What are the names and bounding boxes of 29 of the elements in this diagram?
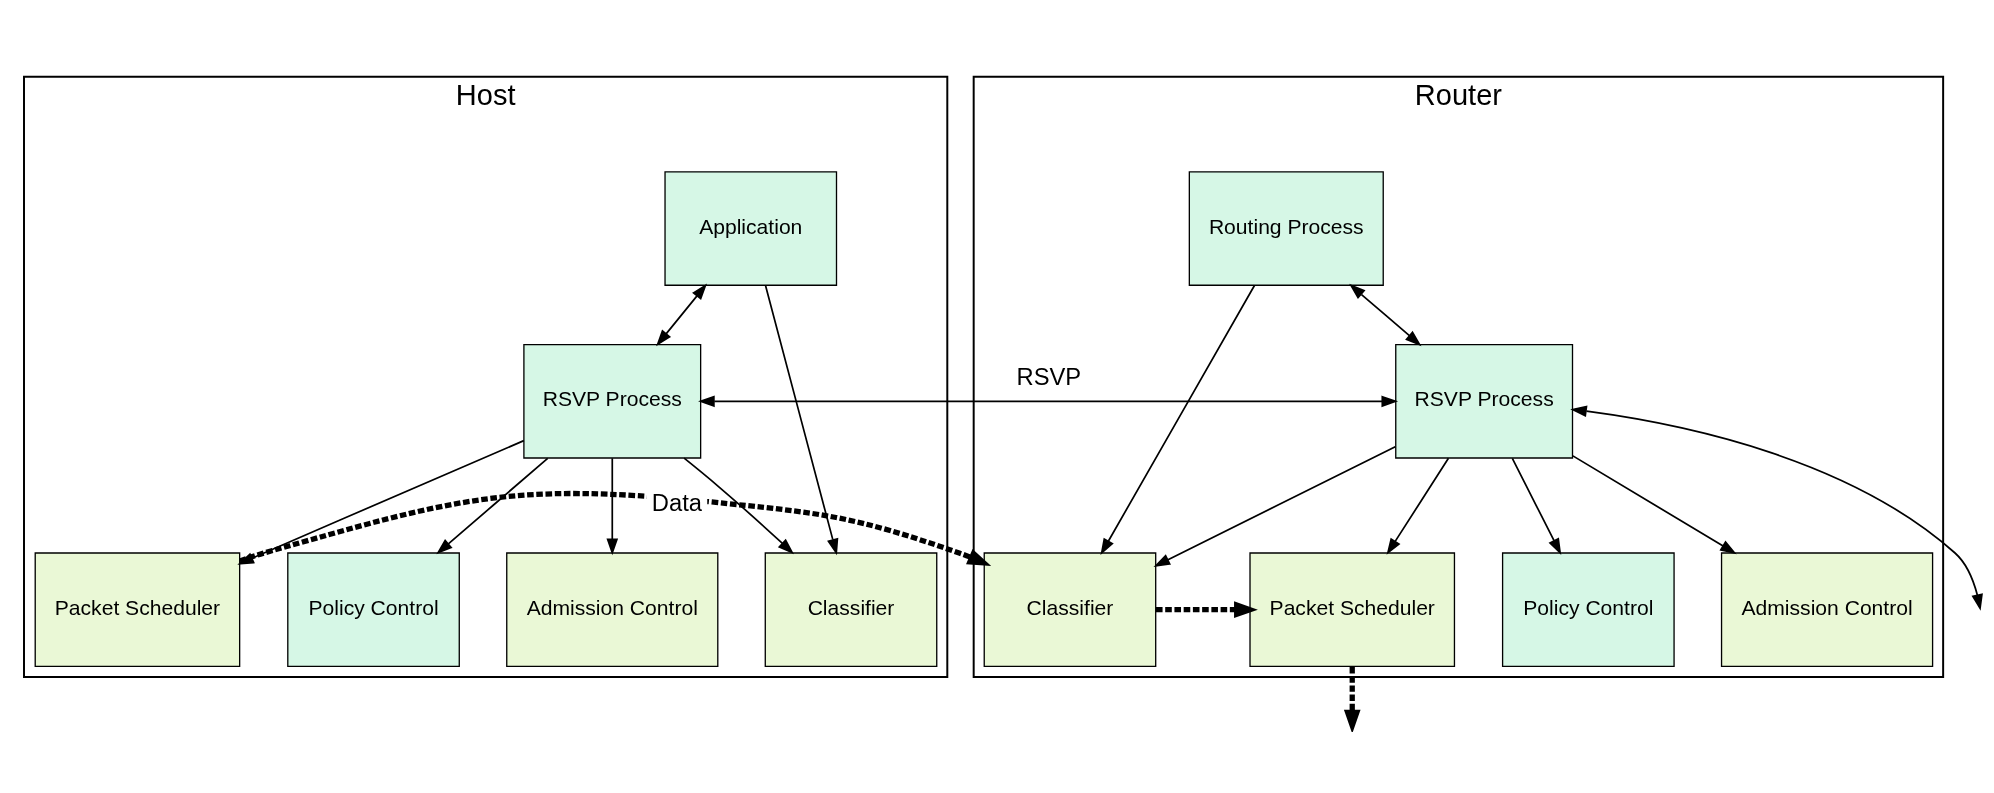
arrow bbox=[1349, 283, 1422, 347]
arrow bbox=[764, 284, 839, 556]
node-box: Packet Scheduler bbox=[34, 552, 241, 668]
edge-label: Data bbox=[651, 490, 702, 517]
node-box: RSVP Process bbox=[1395, 343, 1574, 459]
arrow bbox=[1386, 457, 1450, 555]
arrow bbox=[1153, 445, 1397, 567]
node-box: Classifier bbox=[764, 552, 938, 668]
arrow bbox=[606, 457, 619, 556]
node-box: Application bbox=[664, 171, 838, 286]
arrow bbox=[698, 395, 1399, 408]
node-box: Admission Control bbox=[1720, 552, 1934, 668]
arrow bbox=[683, 457, 794, 555]
node-box: Routing Process bbox=[1188, 171, 1384, 286]
arrow bbox=[1155, 601, 1258, 619]
arrow bbox=[1343, 666, 1361, 732]
arrow bbox=[1572, 455, 1737, 555]
arrow bbox=[656, 283, 708, 347]
node-box: Policy Control bbox=[287, 552, 460, 668]
node-box: RSVP Process bbox=[523, 343, 702, 459]
node-box: Admission Control bbox=[506, 552, 719, 668]
node-box: Packet Scheduler bbox=[1249, 552, 1456, 668]
node-box: Policy Control bbox=[1501, 552, 1675, 668]
edge-label: RSVP bbox=[1016, 363, 1082, 390]
arrow bbox=[1511, 457, 1562, 555]
arrow bbox=[1100, 284, 1256, 556]
node-box: Classifier bbox=[983, 552, 1157, 668]
arrow bbox=[1570, 405, 1983, 611]
arrow bbox=[436, 457, 549, 555]
